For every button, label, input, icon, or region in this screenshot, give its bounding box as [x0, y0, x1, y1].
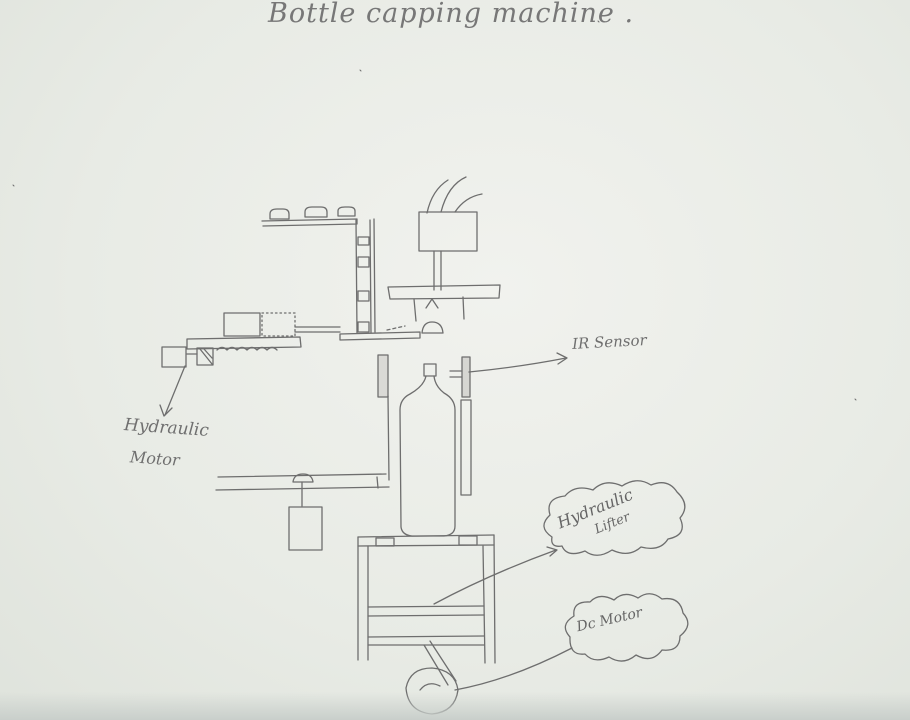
- diagram-title: Bottle capping machine .: [268, 0, 634, 29]
- bottle-station: [378, 355, 471, 536]
- hydraulic-motor-label-line2: Motor: [129, 447, 180, 469]
- pusher-assembly: [162, 313, 340, 367]
- conveyor: [216, 474, 389, 550]
- capping-head: [387, 177, 500, 333]
- lifter-frame: [358, 535, 495, 663]
- cap-chute: [340, 219, 420, 340]
- pencil-marks: [13, 21, 856, 400]
- cap-feed-rail: [262, 207, 357, 226]
- dc-motor-wheel: [406, 641, 458, 714]
- leader-lines: [160, 353, 572, 690]
